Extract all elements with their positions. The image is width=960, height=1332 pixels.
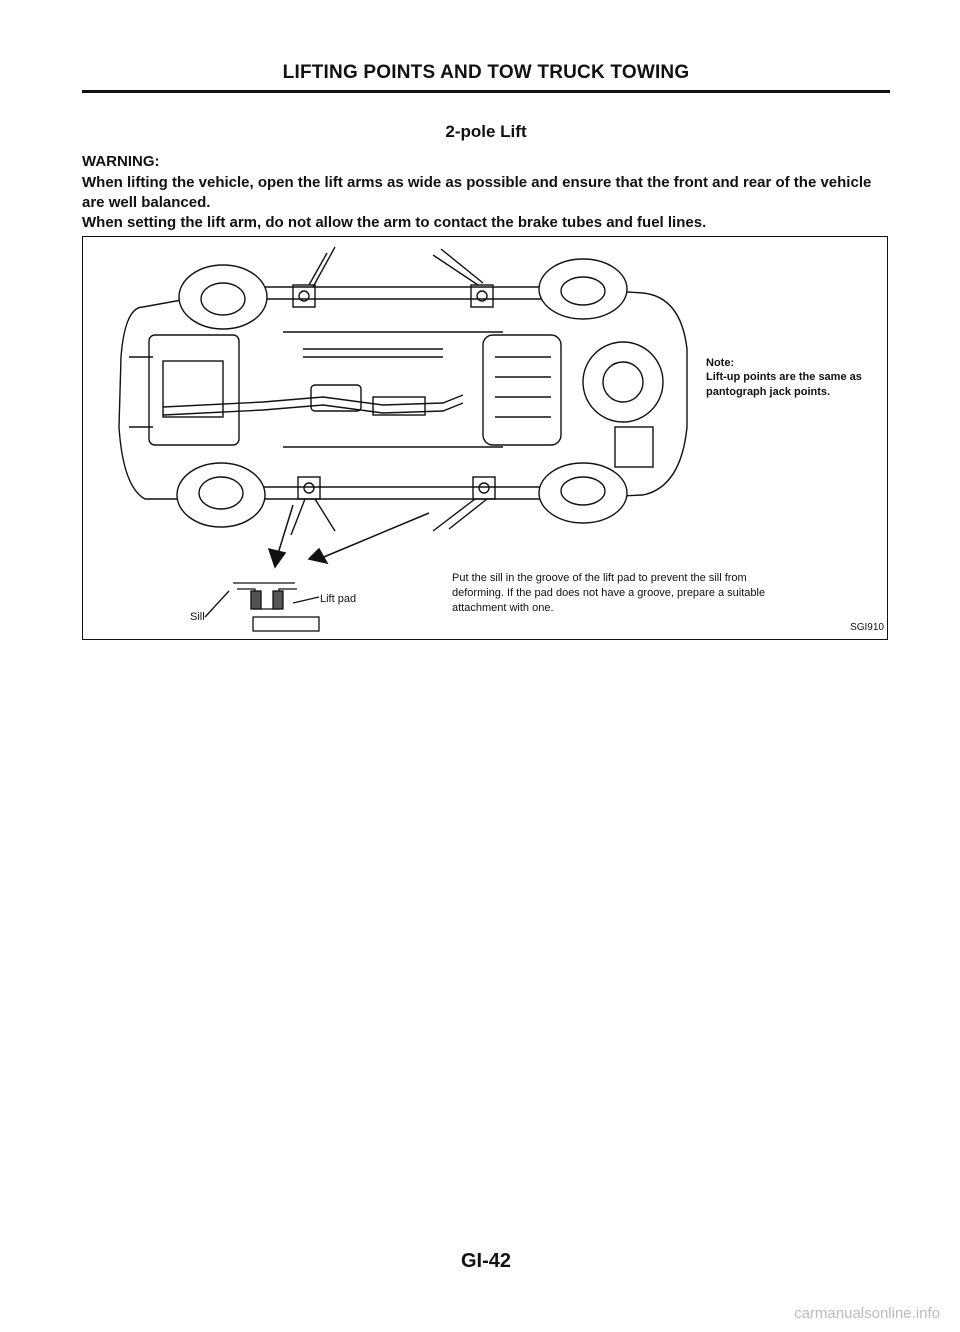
note-label: Note: — [706, 357, 735, 369]
lift-diagram-figure: Note: Lift-up points are the same as pan… — [82, 236, 888, 640]
warning-text: When lifting the vehicle, open the lift … — [82, 173, 890, 233]
note-text: Lift-up points are the same as pantograp… — [706, 371, 862, 398]
sill-label: Sill — [190, 611, 205, 623]
warning-label: WARNING: — [82, 153, 160, 170]
page-number: GI-42 — [460, 1250, 512, 1272]
watermark: carmanualsonline.info — [794, 1305, 940, 1322]
warning-line-1: When lifting the vehicle, open the lift … — [82, 174, 872, 211]
vehicle-underside-diagram — [118, 246, 688, 632]
warning-line-2: When setting the lift arm, do not allow … — [82, 214, 707, 231]
page-header-title: LIFTING POINTS AND TOW TRUCK TOWING — [282, 62, 690, 83]
section-subtitle: 2-pole Lift — [445, 122, 527, 141]
header-rule — [82, 90, 890, 93]
figure-code: SGI910 — [850, 622, 884, 633]
lift-pad-label: Lift pad — [320, 593, 357, 605]
figure-caption: Put the sill in the groove of the lift p… — [452, 572, 766, 614]
